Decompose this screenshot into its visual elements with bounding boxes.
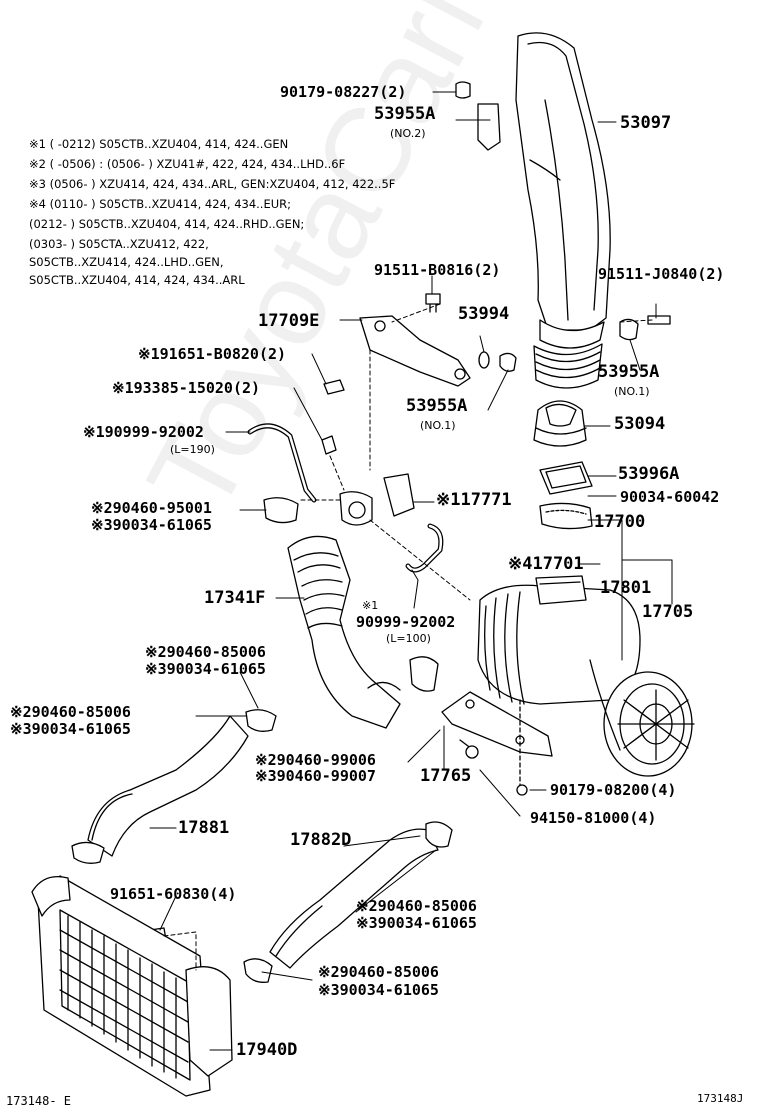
vacuum-hose-90999-92002	[247, 423, 444, 573]
note-line: (0212- ) S05CTB..XZU404, 414, 424..RHD..…	[29, 217, 305, 231]
part-label[interactable]: 94150-81000(4)	[530, 809, 657, 827]
guide-lines	[163, 303, 653, 971]
part-label[interactable]: 17709E	[258, 311, 320, 331]
part-label[interactable]: ※191651-B0820(2)	[138, 345, 287, 363]
part-label[interactable]: 53994	[458, 304, 510, 324]
part-label[interactable]: 90179-08227(2)	[280, 83, 407, 101]
part-sublabel: (L=100)	[386, 632, 431, 645]
note-line: S05CTB..XZU414, 424..LHD..GEN,	[29, 255, 224, 269]
part-label[interactable]: ※390034-61065	[10, 720, 131, 738]
note-line: ※2 ( -0506) : (0506- ) XZU41#, 422, 424,…	[29, 157, 346, 171]
part-label[interactable]: ※290460-99006	[255, 751, 376, 769]
part-label[interactable]: 53996A	[618, 464, 680, 484]
part-sublabel: ※1	[362, 599, 379, 612]
part-label[interactable]: ※290460-95001	[91, 499, 212, 517]
note-line: ※3 (0506- ) XZU414, 424, 434..ARL, GEN:X…	[29, 177, 396, 191]
fasteners	[149, 81, 671, 951]
note-line: ※4 (0110- ) S05CTB..XZU414, 424, 434..EU…	[29, 197, 292, 211]
part-label[interactable]: 53955A	[598, 362, 660, 382]
part-label[interactable]: 53097	[620, 113, 672, 133]
part-label[interactable]: ※390034-61065	[91, 516, 212, 534]
part-label[interactable]: 17341F	[204, 588, 266, 608]
part-label[interactable]: 17881	[178, 818, 230, 838]
part-sublabel: (NO.1)	[420, 419, 456, 432]
part-label[interactable]: 53955A	[374, 104, 436, 124]
intercooler	[31, 875, 233, 1097]
hose-17881	[71, 709, 277, 864]
bracket-17709E	[359, 315, 471, 387]
part-label[interactable]: ※390460-99007	[255, 767, 376, 785]
part-label[interactable]: 17765	[420, 766, 472, 786]
part-label[interactable]: 17801	[600, 578, 652, 598]
diagram-id-right: 173148J	[697, 1092, 744, 1105]
part-label[interactable]: 90999-92002	[356, 613, 456, 631]
part-label[interactable]: ※290460-85006	[145, 643, 266, 661]
part-label[interactable]: ※390034-61065	[318, 981, 439, 999]
part-label[interactable]: ※190999-92002	[83, 423, 204, 441]
part-label[interactable]: 91651-60830(4)	[110, 885, 237, 903]
cap-53094	[533, 400, 587, 447]
part-sublabel: (L=190)	[170, 443, 215, 456]
air-inlet-duct-53097	[515, 32, 611, 389]
gasket-53996A	[539, 461, 593, 495]
part-sublabel: (NO.1)	[614, 385, 650, 398]
part-label[interactable]: 17705	[642, 602, 694, 622]
note-line: ※1 ( -0212) S05CTB..XZU404, 414, 424..GE…	[29, 137, 289, 151]
part-label[interactable]: ※193385-15020(2)	[112, 379, 261, 397]
fitting-17771	[339, 473, 415, 526]
part-label[interactable]: 91511-B0816(2)	[374, 261, 501, 279]
part-label[interactable]: ※290460-85006	[356, 897, 477, 915]
diagram-id: 173148- E	[6, 1094, 72, 1108]
clamp-band-90034-60042	[539, 502, 593, 530]
hose-17882D	[243, 821, 453, 983]
part-label[interactable]: ※117771	[436, 490, 512, 510]
part-label[interactable]: 17940D	[236, 1040, 298, 1060]
part-label[interactable]: ※290460-85006	[10, 703, 131, 721]
part-label[interactable]: 90179-08200(4)	[550, 781, 677, 799]
note-line: (0303- ) S05CTA..XZU412, 422,	[29, 237, 209, 251]
part-label[interactable]: 53094	[614, 414, 666, 434]
part-label[interactable]: 17700	[594, 512, 646, 532]
part-label[interactable]: 53955A	[406, 396, 468, 416]
leader-lines	[149, 91, 673, 1051]
air-cleaner-assembly	[477, 575, 695, 777]
part-sublabel: (NO.2)	[390, 127, 426, 140]
part-label[interactable]: ※390034-61065	[356, 914, 477, 932]
part-label[interactable]: 91511-J0840(2)	[598, 265, 725, 283]
part-label[interactable]: 90034-60042	[620, 488, 720, 506]
part-label[interactable]: 17882D	[290, 830, 352, 850]
part-label[interactable]: ※390034-61065	[145, 660, 266, 678]
bracket-17765	[441, 691, 553, 796]
note-line: S05CTB..XZU404, 414, 424, 434..ARL	[29, 273, 245, 287]
hose-17341F	[263, 497, 439, 729]
part-label[interactable]: ※290460-85006	[318, 963, 439, 981]
part-label[interactable]: ※417701	[508, 554, 584, 574]
